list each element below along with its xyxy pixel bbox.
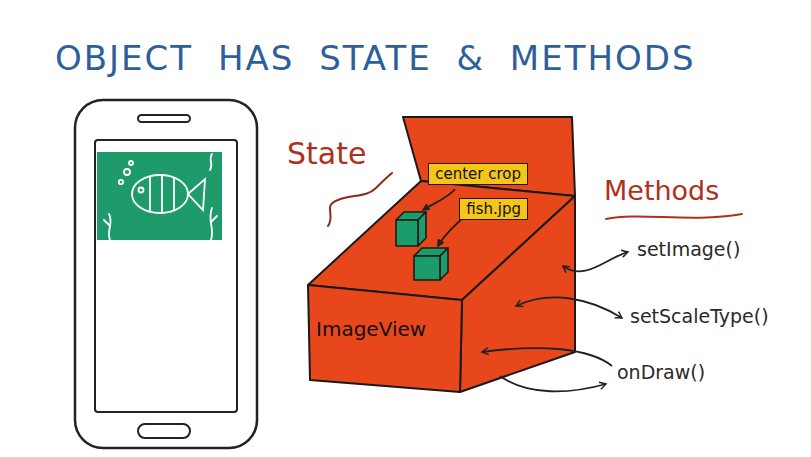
phone-button <box>138 424 190 438</box>
seaweed <box>104 214 111 240</box>
seaweed <box>210 154 217 240</box>
method-arrow <box>500 376 606 391</box>
cube-side <box>418 212 426 246</box>
object-name: ImageView <box>316 317 426 341</box>
box-front-face <box>308 285 462 392</box>
state-value: center crop <box>435 165 521 183</box>
bubble <box>124 169 130 175</box>
method-arrow <box>482 348 612 366</box>
cube-front <box>396 220 418 246</box>
method-arrow <box>516 297 622 318</box>
method-name: setScaleType() <box>630 305 769 327</box>
fish-image <box>97 152 222 240</box>
cube-side <box>440 248 448 280</box>
fish-eye <box>139 188 144 193</box>
phone-illustration <box>75 100 257 448</box>
method-arrow <box>563 252 628 271</box>
state-label: center crop <box>428 163 528 185</box>
state-value: fish.jpg <box>466 200 521 218</box>
method-name: onDraw() <box>617 361 705 383</box>
fish-body <box>132 175 188 213</box>
state-cube <box>396 212 426 246</box>
box-side-face <box>460 196 575 392</box>
phone-speaker <box>138 115 190 122</box>
methods-underline <box>606 214 742 219</box>
state-bracket <box>328 173 392 226</box>
cube-front <box>414 256 440 280</box>
state-cube <box>414 248 448 280</box>
section-label: State <box>287 136 366 171</box>
diagram-title: OBJECT HAS STATE & METHODS <box>55 38 696 78</box>
section-label: Methods <box>604 175 719 206</box>
fish-stripes <box>150 175 174 213</box>
leader-arrow <box>423 189 455 210</box>
phone-body <box>75 100 257 448</box>
bubble <box>119 180 123 184</box>
fish-tail <box>188 179 205 210</box>
bubble <box>129 161 133 165</box>
method-name: setImage() <box>637 238 740 260</box>
state-label: fish.jpg <box>459 198 528 220</box>
box-back-panel <box>403 117 575 196</box>
fish-drawing <box>104 154 217 240</box>
phone-screen <box>95 140 237 412</box>
